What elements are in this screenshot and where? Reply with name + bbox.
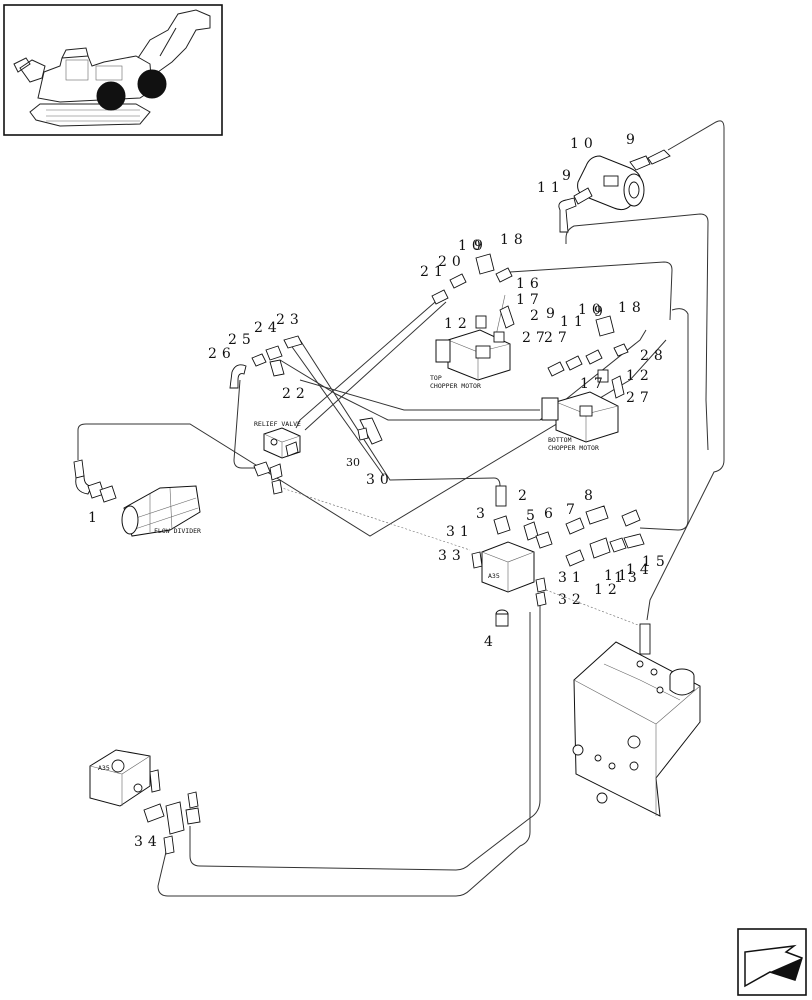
- callout-12: 12: [626, 368, 654, 384]
- callout-2: 2: [518, 488, 532, 504]
- callout-13: 13: [614, 570, 642, 586]
- callout-16: 16: [516, 276, 544, 292]
- callout-3: 3: [476, 506, 490, 522]
- relief-valve-label: RELIEF VALVE: [254, 420, 301, 428]
- callout-28: 28: [640, 348, 668, 364]
- next-page-arrow[interactable]: [737, 928, 807, 996]
- top-motor-label-1: TOP: [430, 374, 442, 382]
- callout-9: 9: [626, 132, 640, 148]
- callout-17: 17: [580, 376, 608, 392]
- bottom-motor-label-2: CHOPPER MOTOR: [548, 444, 599, 452]
- callout-8: 8: [584, 488, 598, 504]
- callout-2: 2: [530, 308, 544, 324]
- callout-22: 22: [282, 386, 310, 402]
- callout-12: 12: [594, 582, 622, 598]
- callout-11: 11: [537, 180, 565, 196]
- callout-33: 33: [438, 548, 466, 564]
- relief-valve: [253, 417, 383, 495]
- bottom-motor-label-1: BOTTOM: [548, 436, 572, 444]
- component-labels: RELIEF VALVE TOP CHOPPER MOTOR BOTTOM CH…: [98, 374, 599, 772]
- locator-inset: [3, 4, 223, 136]
- callout-27: 27: [522, 330, 550, 346]
- callout-10: 10: [570, 136, 598, 152]
- callout-24: 24: [254, 320, 282, 336]
- valve-block-a35: [471, 485, 645, 627]
- callout-9: 9: [474, 238, 488, 254]
- callout-30: 30: [346, 456, 360, 469]
- callout-27: 27: [544, 330, 572, 346]
- valve-block-lower-label: A35: [98, 764, 110, 772]
- callout-4: 4: [484, 634, 498, 650]
- callout-9: 9: [594, 304, 608, 320]
- fittings-22-26: [229, 335, 303, 389]
- flow-divider: [73, 459, 201, 537]
- callout-32: 32: [558, 592, 586, 608]
- callout-31: 31: [446, 524, 474, 540]
- top-motor-label-2: CHOPPER MOTOR: [430, 382, 481, 390]
- harvester-silhouette-icon: [13, 9, 211, 127]
- callout-14: 14: [626, 562, 654, 578]
- valve-block-label: A35: [488, 572, 500, 580]
- callout-5: 5: [526, 508, 540, 524]
- callout-17: 17: [516, 292, 544, 308]
- callout-18: 18: [618, 300, 646, 316]
- valve-block-a35-lower: [89, 749, 201, 855]
- callout-30: 30: [366, 472, 394, 488]
- callout-23: 23: [276, 312, 304, 328]
- callout-34: 34: [134, 834, 162, 850]
- callout-18: 18: [500, 232, 528, 248]
- callout-9: 9: [562, 168, 576, 184]
- callout-31: 31: [558, 570, 586, 586]
- bottom-chopper-motor: [541, 315, 629, 443]
- top-chopper-motor: [431, 253, 515, 381]
- callout-10: 10: [578, 302, 606, 318]
- callout-9: 9: [546, 306, 560, 322]
- callout-12: 12: [444, 316, 472, 332]
- inline-filter: [558, 149, 671, 233]
- flow-divider-label: FLOW DIVIDER: [154, 527, 201, 535]
- hydraulic-tank: [572, 623, 701, 817]
- callout-27: 27: [626, 390, 654, 406]
- callout-6: 6: [544, 506, 558, 522]
- callout-7: 7: [566, 502, 580, 518]
- callout-26: 26: [208, 346, 236, 362]
- callout-21: 11: [560, 314, 588, 330]
- callout-11: 11: [604, 568, 632, 584]
- callout-25: 25: [228, 332, 256, 348]
- callout-1: 1: [88, 510, 102, 526]
- callout-21: 21: [420, 264, 448, 280]
- callout-20: 20: [438, 254, 466, 270]
- callout-10: 10: [458, 238, 486, 254]
- callout-15: 15: [642, 554, 670, 570]
- callouts: 10 9 11 9 18 9 10 20 21 16 17 12 2 27 9 …: [88, 132, 670, 850]
